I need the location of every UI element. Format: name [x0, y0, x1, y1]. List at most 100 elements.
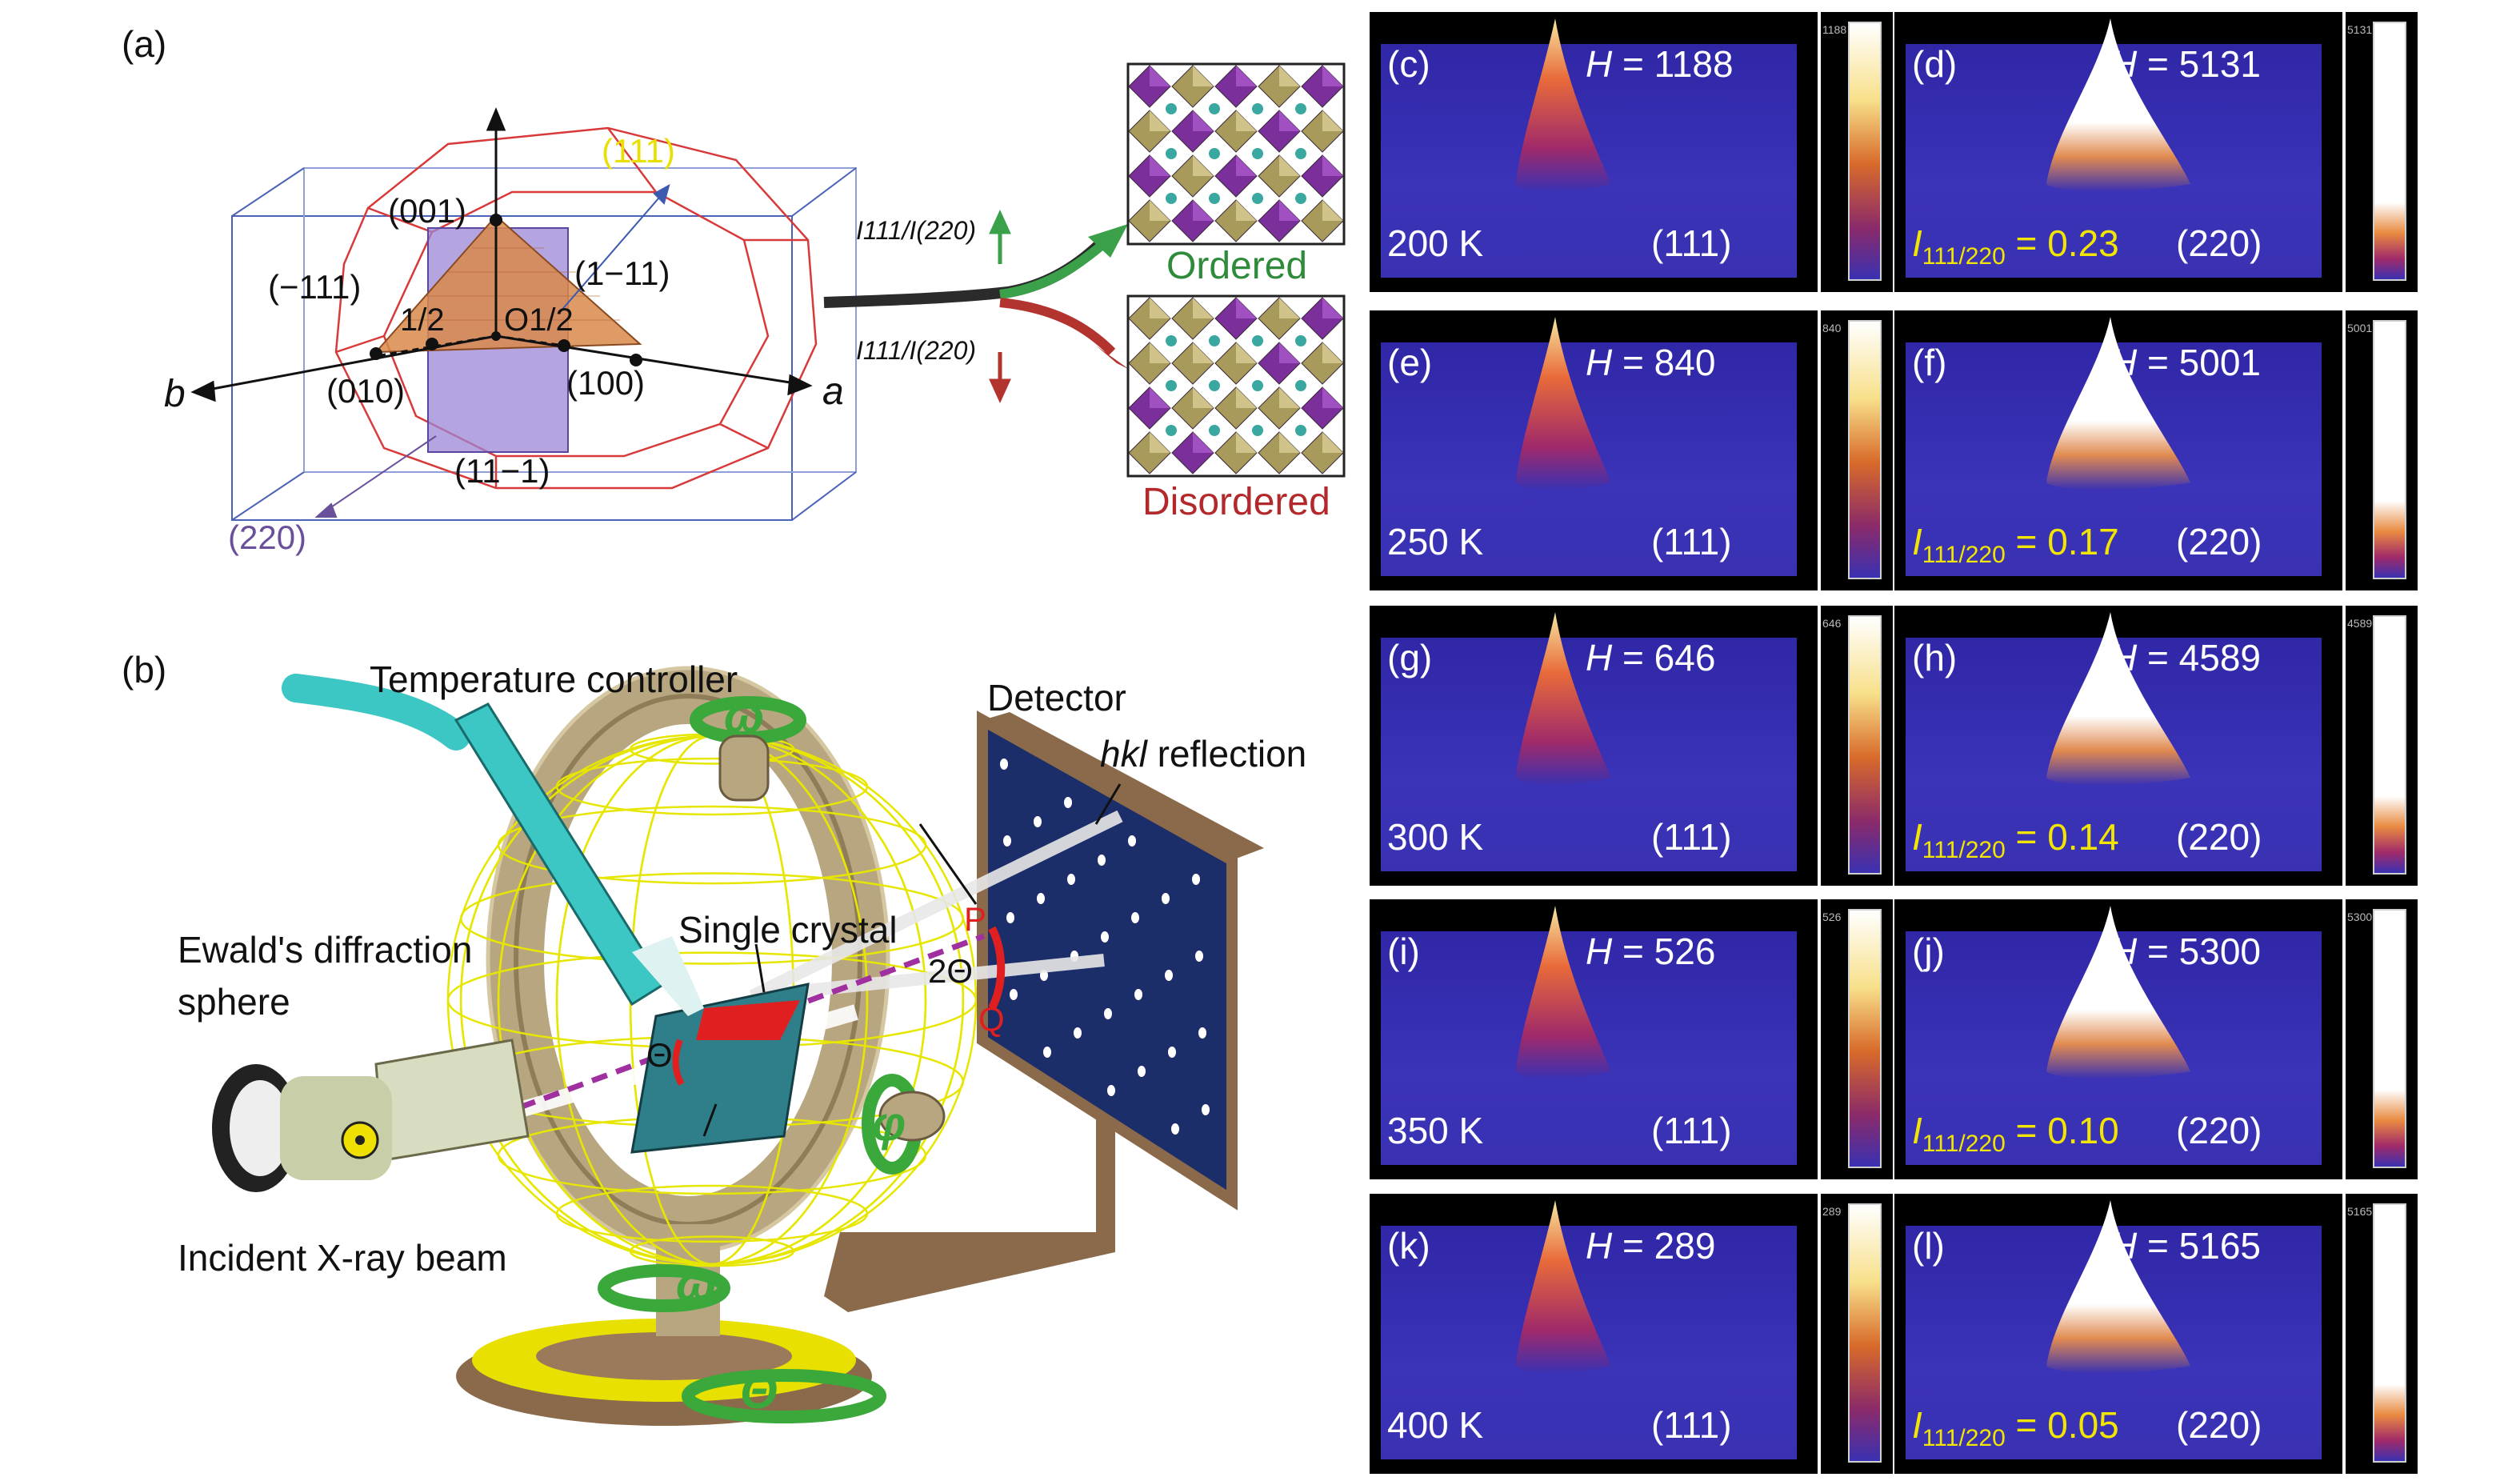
octahedron-face	[1279, 387, 1300, 408]
parallel-line	[459, 872, 965, 965]
map-temperature: 300 K	[1387, 816, 1484, 858]
cation-atom	[1166, 103, 1177, 114]
peak-shape	[1515, 18, 1611, 192]
cation-atom	[1295, 380, 1306, 391]
normal-111	[559, 183, 670, 313]
octahedron-face	[1150, 200, 1170, 221]
detector-label: Detector	[987, 677, 1126, 718]
axis-a-line	[495, 334, 801, 386]
parallel-line	[555, 757, 869, 816]
peak-shape	[2046, 1200, 2190, 1374]
colorbar	[1848, 615, 1882, 875]
cation-atom	[1209, 380, 1220, 391]
point-q-label: Q	[978, 1000, 1005, 1038]
map-h-value: H = 4589	[2110, 637, 2261, 678]
octahedron-face	[1193, 432, 1214, 453]
disordered-lattice	[1126, 294, 1346, 478]
panel-a-letter: (a)	[122, 23, 167, 65]
cation-atom	[1295, 335, 1306, 346]
ewald-label-2: sphere	[178, 981, 290, 1023]
map-hkl: (220)	[2176, 1404, 2262, 1446]
map-temperature: 250 K	[1387, 521, 1484, 562]
detector-plate	[977, 710, 1264, 1211]
diffraction-spot	[1195, 951, 1203, 962]
colorbar-panel: 5300	[2346, 899, 2418, 1179]
map-panel: (d)H = 5131(220)I111/220 = 0.23	[1894, 12, 2342, 292]
label-11m1: (11−1)	[454, 452, 550, 490]
map-h-value: H = 526	[1586, 931, 1716, 972]
intensity-peak	[1515, 317, 1611, 490]
lattice-points	[370, 214, 642, 366]
octahedron-face	[1150, 66, 1170, 86]
octahedron-face	[1322, 387, 1343, 408]
colorbar-max-label: 5300	[2347, 911, 2373, 923]
hkl-label: hkl reflection	[1100, 733, 1307, 775]
octahedron-face	[1193, 66, 1214, 86]
diffraction-spot	[1198, 1027, 1206, 1039]
diffraction-spot	[1098, 855, 1106, 866]
map-panel: (j)H = 5300(220)I111/220 = 0.10	[1894, 899, 2342, 1179]
intensity-peak	[2046, 612, 2190, 786]
label-half-left: 1/2	[400, 302, 445, 338]
intensity-peak	[2046, 317, 2190, 490]
map-letter: (l)	[1912, 1225, 1945, 1267]
map-h-value: H = 5001	[2110, 342, 2261, 383]
map-hkl: (111)	[1651, 1110, 1732, 1151]
colorbar	[2373, 615, 2406, 875]
peak-shape	[1515, 612, 1611, 786]
octahedron-face	[1193, 155, 1214, 176]
ratio-down-label: I111/I(220)	[856, 336, 977, 365]
map-intensity-ratio: I111/220 = 0.10	[1912, 1110, 2119, 1158]
map-hkl: (111)	[1651, 1404, 1732, 1446]
colorbar-panel: 5165	[2346, 1194, 2418, 1474]
map-hkl: (111)	[1651, 222, 1732, 264]
axes	[190, 107, 813, 402]
cation-atom	[1252, 380, 1263, 391]
cation-atom	[1252, 425, 1263, 436]
colorbar-max-label: 840	[1822, 322, 1842, 334]
octahedron-face	[1322, 298, 1343, 318]
octahedron-face	[1322, 66, 1343, 86]
octahedron-face	[1236, 110, 1257, 131]
diffraction-spot	[1101, 931, 1109, 943]
two-theta-label: 2Θ	[928, 952, 974, 990]
map-letter: (k)	[1387, 1225, 1430, 1267]
diffraction-spot	[1131, 912, 1139, 923]
diffraction-spot	[1162, 893, 1170, 904]
colorbar	[1848, 22, 1882, 281]
octahedron-face	[1193, 298, 1214, 318]
map-letter: (f)	[1912, 342, 1947, 383]
theta-label: Θ	[646, 1036, 673, 1074]
map-h-value: H = 5165	[2110, 1225, 2261, 1267]
cation-atom	[1252, 335, 1263, 346]
dash-right	[495, 334, 565, 347]
octahedron-face	[1193, 110, 1214, 131]
ordered-label: Ordered	[1166, 245, 1308, 287]
colorbar-panel: 5131	[2346, 12, 2418, 292]
map-hkl: (220)	[2176, 816, 2262, 858]
label-010: (010)	[326, 372, 406, 410]
octahedron-face	[1236, 66, 1257, 86]
colorbar-panel: 1188	[1821, 12, 1893, 292]
map-h-value: H = 646	[1586, 637, 1716, 678]
map-hkl: (111)	[1651, 816, 1732, 858]
octahedron-face	[1193, 342, 1214, 363]
diffraction-spot	[1171, 1123, 1179, 1135]
incident-beam-label: Incident X-ray beam	[178, 1237, 507, 1279]
map-temperature: 400 K	[1387, 1404, 1484, 1446]
cation-atom	[1252, 148, 1263, 159]
single-crystal-label: Single crystal	[678, 909, 898, 951]
diffraction-spot	[1034, 816, 1042, 827]
diffraction-spot	[1003, 835, 1011, 847]
octahedron-face	[1279, 110, 1300, 131]
octahedron-face	[1322, 342, 1343, 363]
diffraction-spot	[1165, 970, 1173, 981]
colorbar	[2373, 909, 2406, 1168]
map-temperature: 200 K	[1387, 222, 1484, 264]
peak-shape	[2046, 612, 2190, 786]
cation-atom	[1295, 103, 1306, 114]
map-intensity-ratio: I111/220 = 0.05	[1912, 1404, 2119, 1452]
disordered-label: Disordered	[1142, 481, 1330, 523]
